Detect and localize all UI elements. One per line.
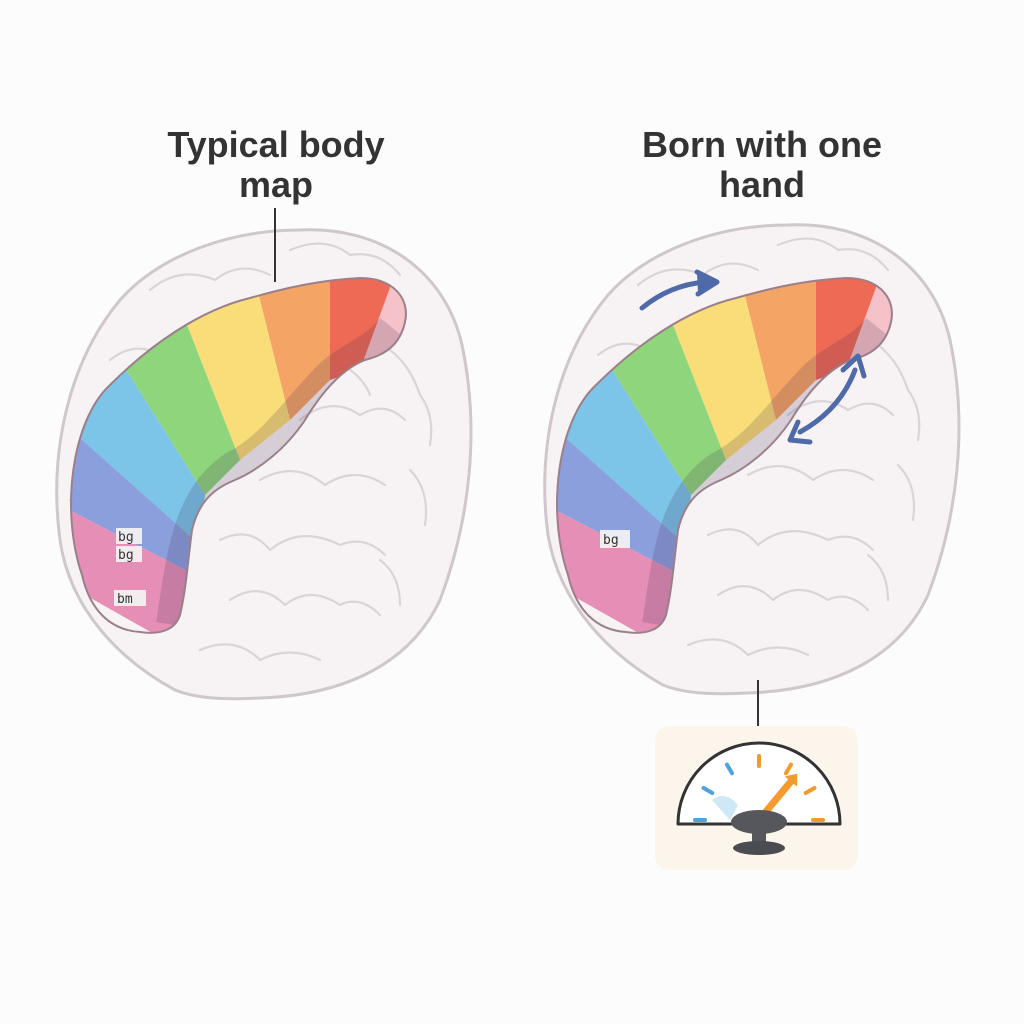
double-arrow-icon bbox=[787, 353, 867, 445]
gauge-icon bbox=[676, 741, 842, 855]
body-map-shading-left bbox=[156, 317, 406, 628]
body-map-strip-right bbox=[557, 278, 892, 633]
body-map-segment-right-8 bbox=[557, 500, 686, 633]
gauge-tick bbox=[784, 762, 793, 776]
body-map-segment-left-5 bbox=[120, 320, 240, 495]
body-map-segment-right-3 bbox=[741, 278, 816, 420]
body-map-segment-right-6 bbox=[557, 360, 691, 545]
body-map-segment-left-3 bbox=[255, 278, 330, 420]
body-map-shading-right bbox=[642, 317, 892, 628]
svg-text:bm: bm bbox=[117, 592, 133, 607]
body-map-strip-left bbox=[71, 278, 406, 633]
segment-label-2-left: bg bbox=[116, 546, 142, 563]
gauge-hub bbox=[731, 810, 787, 834]
segment-label-1-right: bg bbox=[600, 530, 630, 548]
body-map-segment-left-7 bbox=[71, 420, 200, 575]
gauge-tick bbox=[725, 762, 734, 776]
gauge-tick bbox=[701, 786, 715, 795]
gauge-needle-head bbox=[784, 773, 798, 787]
body-map-segment-left-2 bbox=[330, 278, 400, 380]
segment-label-1-left: bg bbox=[116, 528, 142, 545]
body-map-segment-right-7 bbox=[557, 420, 686, 575]
panel-one-hand: bg bbox=[543, 223, 961, 870]
panel-title-right: Born with one hand bbox=[642, 124, 882, 205]
body-map-segment-right-1 bbox=[846, 278, 892, 370]
panel-title-left: Typical body map bbox=[167, 124, 385, 205]
body-map-segment-left-1 bbox=[360, 278, 406, 370]
gauge-card bbox=[655, 726, 858, 870]
svg-text:bg: bg bbox=[118, 530, 134, 545]
body-map-segment-left-6 bbox=[71, 360, 205, 545]
segment-label-3-left: bm bbox=[114, 590, 146, 607]
svg-text:bg: bg bbox=[118, 548, 134, 563]
body-map-segment-right-4 bbox=[671, 280, 776, 460]
gauge-tick bbox=[803, 786, 817, 795]
body-map-outline-left bbox=[70, 276, 407, 634]
gauge-base bbox=[733, 841, 785, 855]
svg-text:bg: bg bbox=[603, 533, 619, 548]
body-map-segment-right-2 bbox=[816, 278, 886, 380]
panel-typical: bg bg bm bbox=[55, 208, 473, 701]
body-map-segment-left-4 bbox=[185, 280, 290, 460]
curved-arrow-icon bbox=[639, 269, 720, 311]
body-map-segment-left-8 bbox=[71, 500, 200, 633]
body-map-segment-right-5 bbox=[606, 320, 726, 495]
